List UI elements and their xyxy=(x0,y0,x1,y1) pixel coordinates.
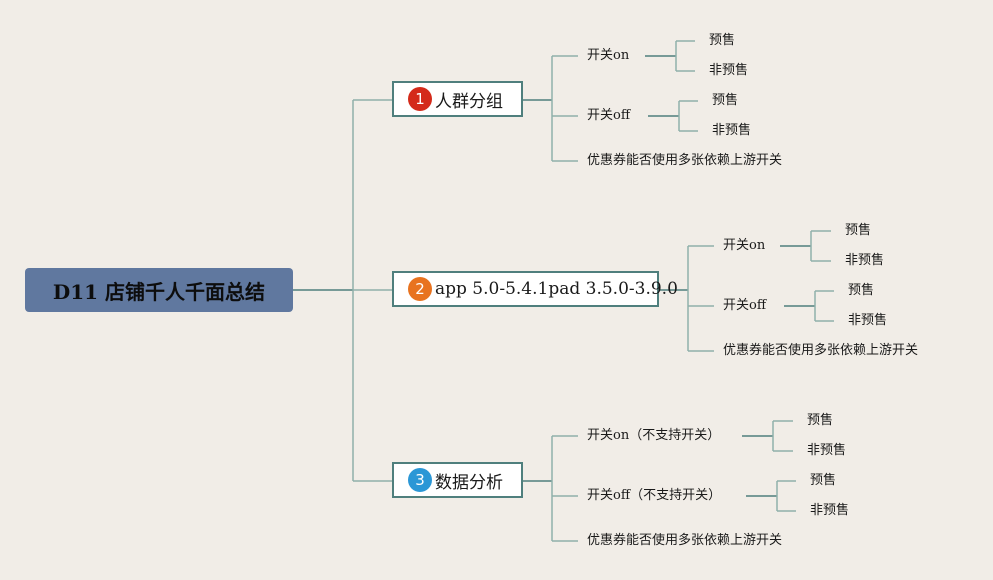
leaf-1-2-2[interactable]: 非预售 xyxy=(712,123,752,138)
branch-label-2: app 5.0-5.4.1pad 3.5.0-3.9.0 xyxy=(435,279,678,299)
branch-node-1[interactable]: 1 人群分组 xyxy=(392,81,523,117)
root-title: D11 店铺千人千面总结 xyxy=(52,279,266,304)
leaf-1-1-1[interactable]: 预售 xyxy=(709,33,736,48)
leaf-3-1-1[interactable]: 预售 xyxy=(807,413,834,428)
branch-node-2[interactable]: 2 app 5.0-5.4.1pad 3.5.0-3.9.0 xyxy=(392,271,678,307)
leaf-3-2-2[interactable]: 非预售 xyxy=(810,503,850,518)
group-2-3[interactable]: 优惠券能否使用多张依赖上游开关 xyxy=(723,343,919,358)
group-1-3[interactable]: 优惠券能否使用多张依赖上游开关 xyxy=(587,153,783,168)
badge-2-icon: 2 xyxy=(408,277,432,301)
group-3-3[interactable]: 优惠券能否使用多张依赖上游开关 xyxy=(587,533,783,548)
group-1-2[interactable]: 开关off xyxy=(587,108,631,123)
leaf-2-2-2[interactable]: 非预售 xyxy=(848,313,888,328)
group-1-1[interactable]: 开关on xyxy=(587,48,630,63)
leaf-2-1-1[interactable]: 预售 xyxy=(845,223,872,238)
group-3-2[interactable]: 开关off（不支持开关） xyxy=(587,488,722,503)
group-3-1[interactable]: 开关on（不支持开关） xyxy=(587,428,721,443)
branch-label-1: 人群分组 xyxy=(435,91,503,112)
branch-label-3: 数据分析 xyxy=(435,472,503,493)
leaf-2-2-1[interactable]: 预售 xyxy=(848,283,875,298)
group-2-1[interactable]: 开关on xyxy=(723,238,766,253)
group-2-2[interactable]: 开关off xyxy=(723,298,767,313)
branch-node-3[interactable]: 3 数据分析 xyxy=(392,462,523,498)
leaf-2-1-2[interactable]: 非预售 xyxy=(845,253,885,268)
root-node[interactable]: D11 店铺千人千面总结 xyxy=(25,268,293,312)
badge-3-icon: 3 xyxy=(408,468,432,492)
leaf-3-1-2[interactable]: 非预售 xyxy=(807,443,847,458)
leaf-1-2-1[interactable]: 预售 xyxy=(712,93,739,108)
leaf-3-2-1[interactable]: 预售 xyxy=(810,473,837,488)
leaf-1-1-2[interactable]: 非预售 xyxy=(709,63,749,78)
badge-1-icon: 1 xyxy=(408,87,432,111)
